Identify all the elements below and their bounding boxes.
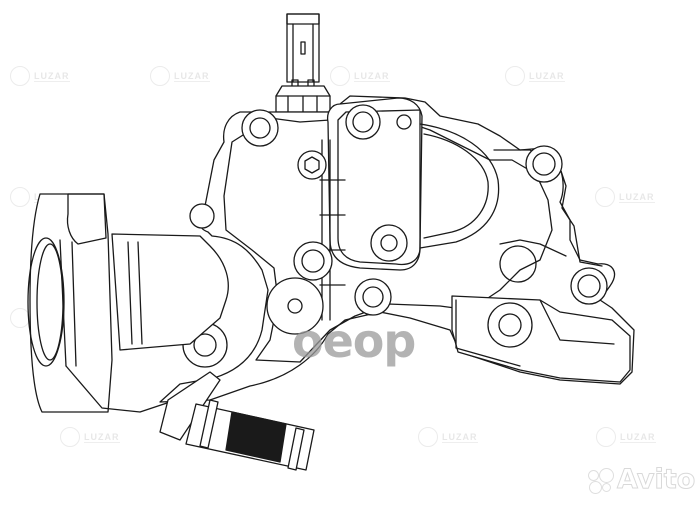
luzar-logo-icon [150,66,170,86]
bypass-hose [159,371,315,471]
mounting-holes [182,104,608,368]
outlet-flange [27,193,229,413]
luzar-wordmark: LUZAR [354,70,390,82]
luzar-watermark: LUZAR [418,427,478,447]
luzar-watermark: LUZAR [505,66,565,86]
luzar-logo-icon [60,427,80,447]
luzar-logo-icon [330,66,350,86]
luzar-logo-icon [595,187,615,207]
luzar-watermark: LUZAR [60,427,120,447]
luzar-wordmark: LUZAR [529,70,565,82]
electrical-connector [275,13,331,113]
luzar-watermark: LUZAR [595,187,655,207]
luzar-watermark: LUZAR [10,66,70,86]
luzar-logo-icon [505,66,525,86]
luzar-wordmark: LUZAR [619,191,655,203]
luzar-wordmark: LUZAR [174,70,210,82]
luzar-logo-icon [418,427,438,447]
luzar-wordmark: LUZAR [620,431,656,443]
seller-watermark: оеор [292,314,416,368]
luzar-logo-icon [10,187,30,207]
avito-logo-icon [588,467,614,494]
luzar-wordmark: LUZAR [34,70,70,82]
avito-watermark: Avito [588,464,695,496]
luzar-watermark: LUZAR [330,66,390,86]
luzar-watermark: LUZAR [596,427,656,447]
luzar-wordmark: LUZAR [442,431,478,443]
luzar-watermark: LUZAR [150,66,210,86]
luzar-logo-icon [596,427,616,447]
luzar-wordmark: LUZAR [84,431,120,443]
luzar-logo-icon [10,66,30,86]
avito-wordmark: Avito [616,464,695,496]
